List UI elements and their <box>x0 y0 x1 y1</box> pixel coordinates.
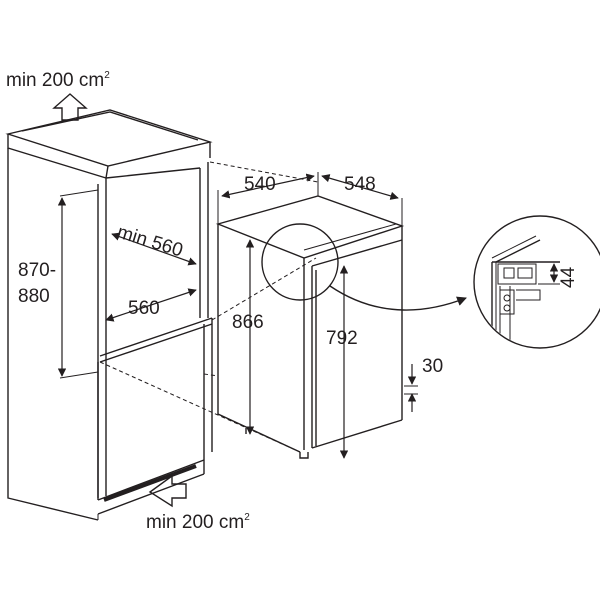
gap-label: 30 <box>422 356 443 377</box>
niche-height-label-1: 870- <box>18 260 56 281</box>
vent-bottom-label: min 200 cm2 <box>146 512 250 533</box>
niche-height-label-2: 880 <box>18 286 50 307</box>
detail-dim-label: 44 <box>558 266 579 288</box>
appliance-height-label: 866 <box>232 312 264 333</box>
niche-width-label: 560 <box>128 298 160 319</box>
appliance-outline <box>215 195 405 459</box>
appliance-depth-dimension <box>321 174 403 226</box>
niche-depth-label: min 560 <box>115 222 186 262</box>
niche-width-dimension <box>105 288 197 322</box>
vent-up-arrow-icon <box>52 93 88 121</box>
appliance-width-dimension <box>217 172 319 224</box>
niche-height-dimension <box>57 189 99 379</box>
detail-callout-arrow <box>329 285 467 311</box>
door-height-label: 792 <box>326 328 358 349</box>
appliance-depth-label: 548 <box>344 174 376 195</box>
cabinet-outline <box>5 109 213 521</box>
vent-in-arrow-icon <box>148 474 187 508</box>
vent-top-label: min 200 cm2 <box>6 70 110 91</box>
gap-dimension <box>404 364 418 412</box>
niche-depth-dimension <box>111 232 197 266</box>
detail-zoom <box>473 215 600 349</box>
appliance-width-label: 540 <box>244 174 276 195</box>
detail-highlight-circle <box>261 223 339 301</box>
